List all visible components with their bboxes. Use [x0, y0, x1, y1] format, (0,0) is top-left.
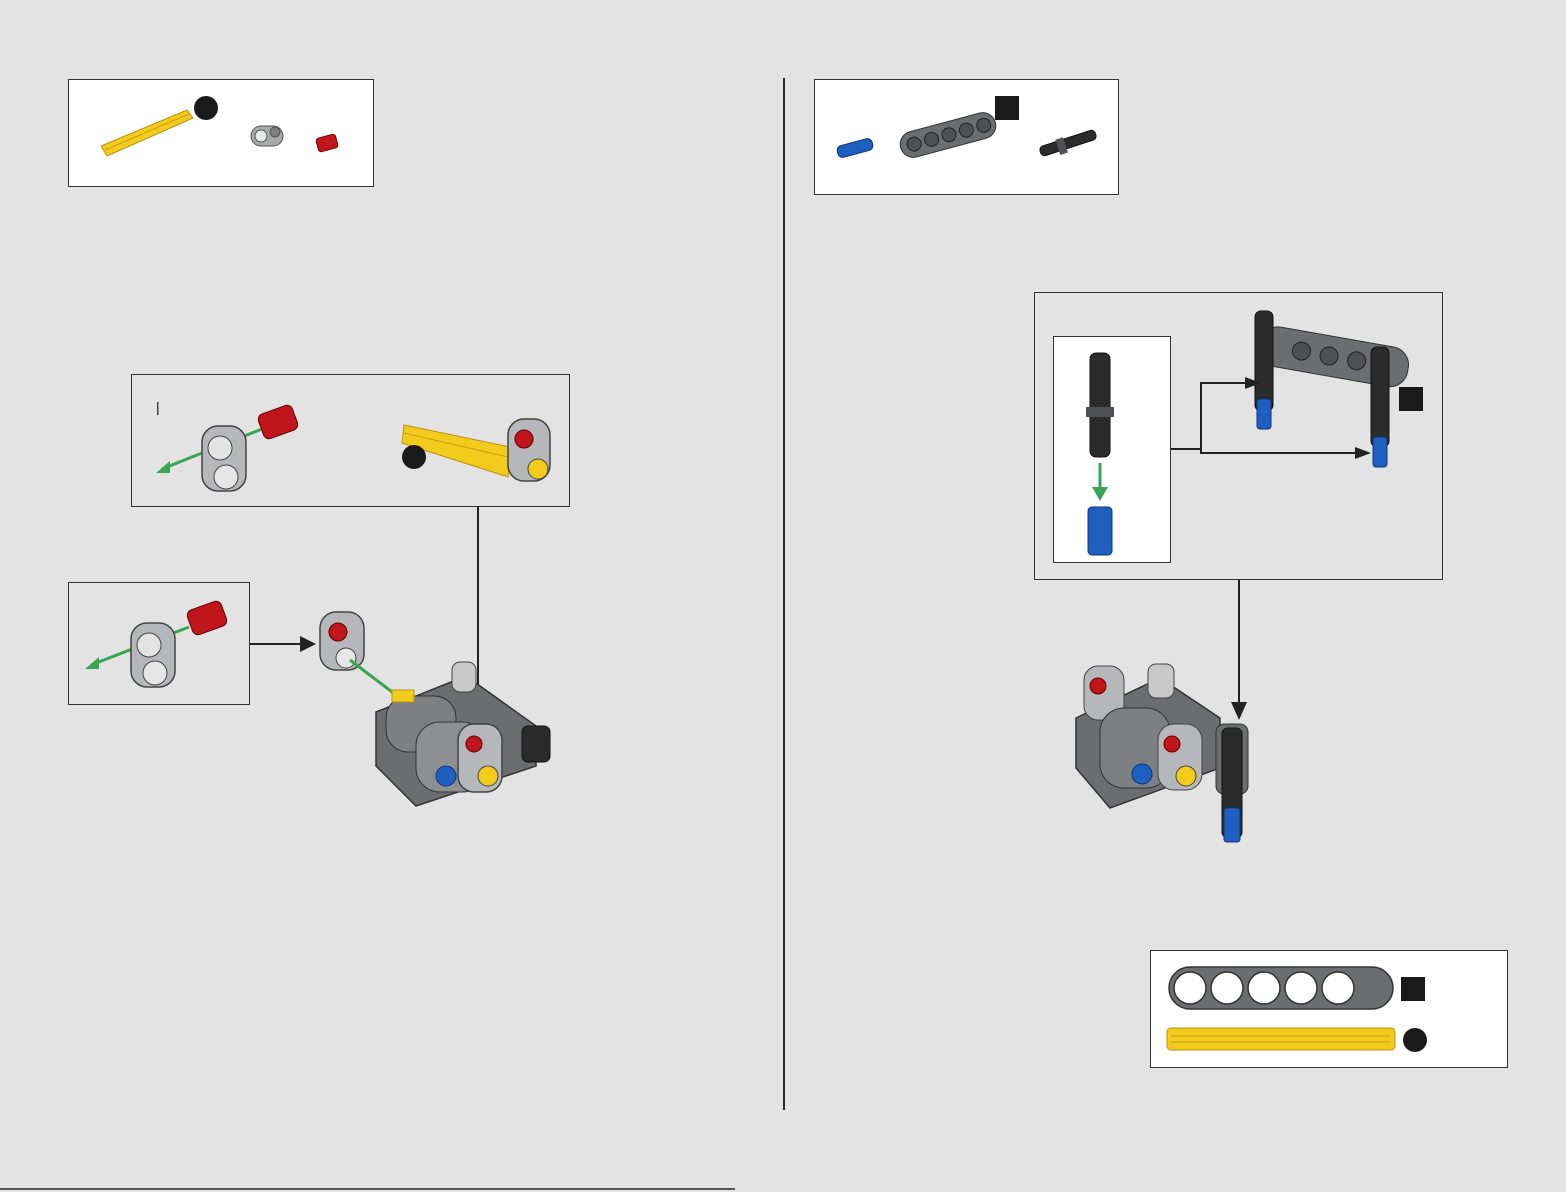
quantity-square-marker [1399, 387, 1423, 411]
quantity-circle-marker [194, 96, 218, 120]
main-assembly-right [1070, 658, 1270, 848]
substep-callout-right [1034, 292, 1443, 580]
quantity-circle-marker [402, 445, 426, 469]
blue-pin-icon [835, 134, 879, 162]
axle-reference [1167, 1027, 1397, 1053]
connector-with-bush-assembly [79, 597, 239, 697]
parts-list-left [68, 79, 374, 187]
quantity-square-marker [1401, 977, 1425, 1001]
quantity-circle-marker [1403, 1028, 1427, 1052]
inner-substep-box [1053, 336, 1171, 563]
substep-callout-left [68, 582, 250, 705]
step-arrow [250, 634, 320, 654]
connector-icon [247, 116, 291, 156]
dark-beam-icon [895, 108, 1005, 164]
connector-with-bush-assembly [152, 401, 312, 501]
yellow-axle-icon [99, 104, 199, 159]
black-axle-pin-icon [1037, 126, 1101, 162]
beam-5-reference [1167, 965, 1397, 1015]
red-bush-icon [315, 132, 347, 156]
quantity-square-marker [995, 96, 1019, 120]
page-divider [783, 78, 785, 1110]
part-size-reference [1150, 950, 1508, 1068]
substep-callout-top: | [131, 374, 570, 507]
parts-list-right [814, 79, 1119, 195]
main-assembly-left [316, 606, 576, 816]
page-bottom-rule [0, 1188, 735, 1190]
substep-arrows [1171, 377, 1371, 467]
axle-pin-into-blue-pin [1068, 347, 1158, 557]
